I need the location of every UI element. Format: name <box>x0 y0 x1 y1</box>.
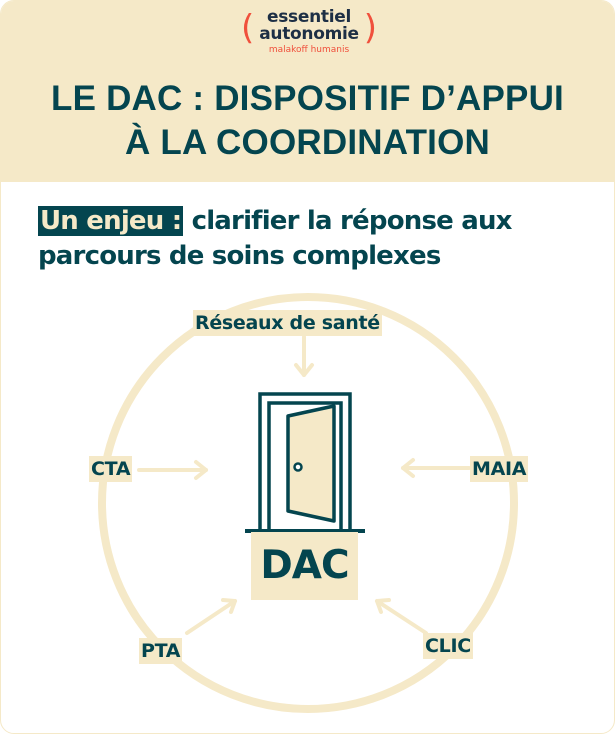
subtitle: Un enjeu : clarifier la réponse aux parc… <box>38 204 598 274</box>
logo-paren-left: ( <box>241 8 255 48</box>
subtitle-highlight: Un enjeu : <box>38 206 184 236</box>
subtitle-line-2: parcours de soins complexes <box>38 241 441 271</box>
page-title: LE DAC : DISPOSITIF D’APPUI À LA COORDIN… <box>1 77 614 165</box>
dac-center-label: DAC <box>251 532 358 600</box>
logo-line-autonomie: autonomie <box>259 24 359 44</box>
arrows <box>137 335 471 635</box>
logo-line-malakoff: malakoff humanis <box>268 45 350 55</box>
logo-line-essentiel: essentiel <box>266 7 351 27</box>
title-line-2: À LA COORDINATION <box>124 123 491 162</box>
title-line-1: LE DAC : DISPOSITIF D’APPUI <box>51 79 564 118</box>
arrow-bottom-right <box>375 599 428 635</box>
logo-paren-right: ) <box>363 8 377 48</box>
node-pta: PTA <box>139 638 183 664</box>
header: ( essentiel autonomie malakoff humanis )… <box>1 1 614 182</box>
arrow-bottom-left <box>185 599 237 635</box>
node-maia: MAIA <box>470 456 529 482</box>
open-door-icon <box>245 392 365 533</box>
node-clic: CLIC <box>423 633 473 659</box>
node-reseaux-de-sante: Réseaux de santé <box>193 310 382 336</box>
brand-logo: ( essentiel autonomie malakoff humanis ) <box>239 7 379 59</box>
node-cta: CTA <box>89 456 133 482</box>
subtitle-line-1: clarifier la réponse aux <box>183 206 513 236</box>
coordination-circle <box>98 293 518 713</box>
